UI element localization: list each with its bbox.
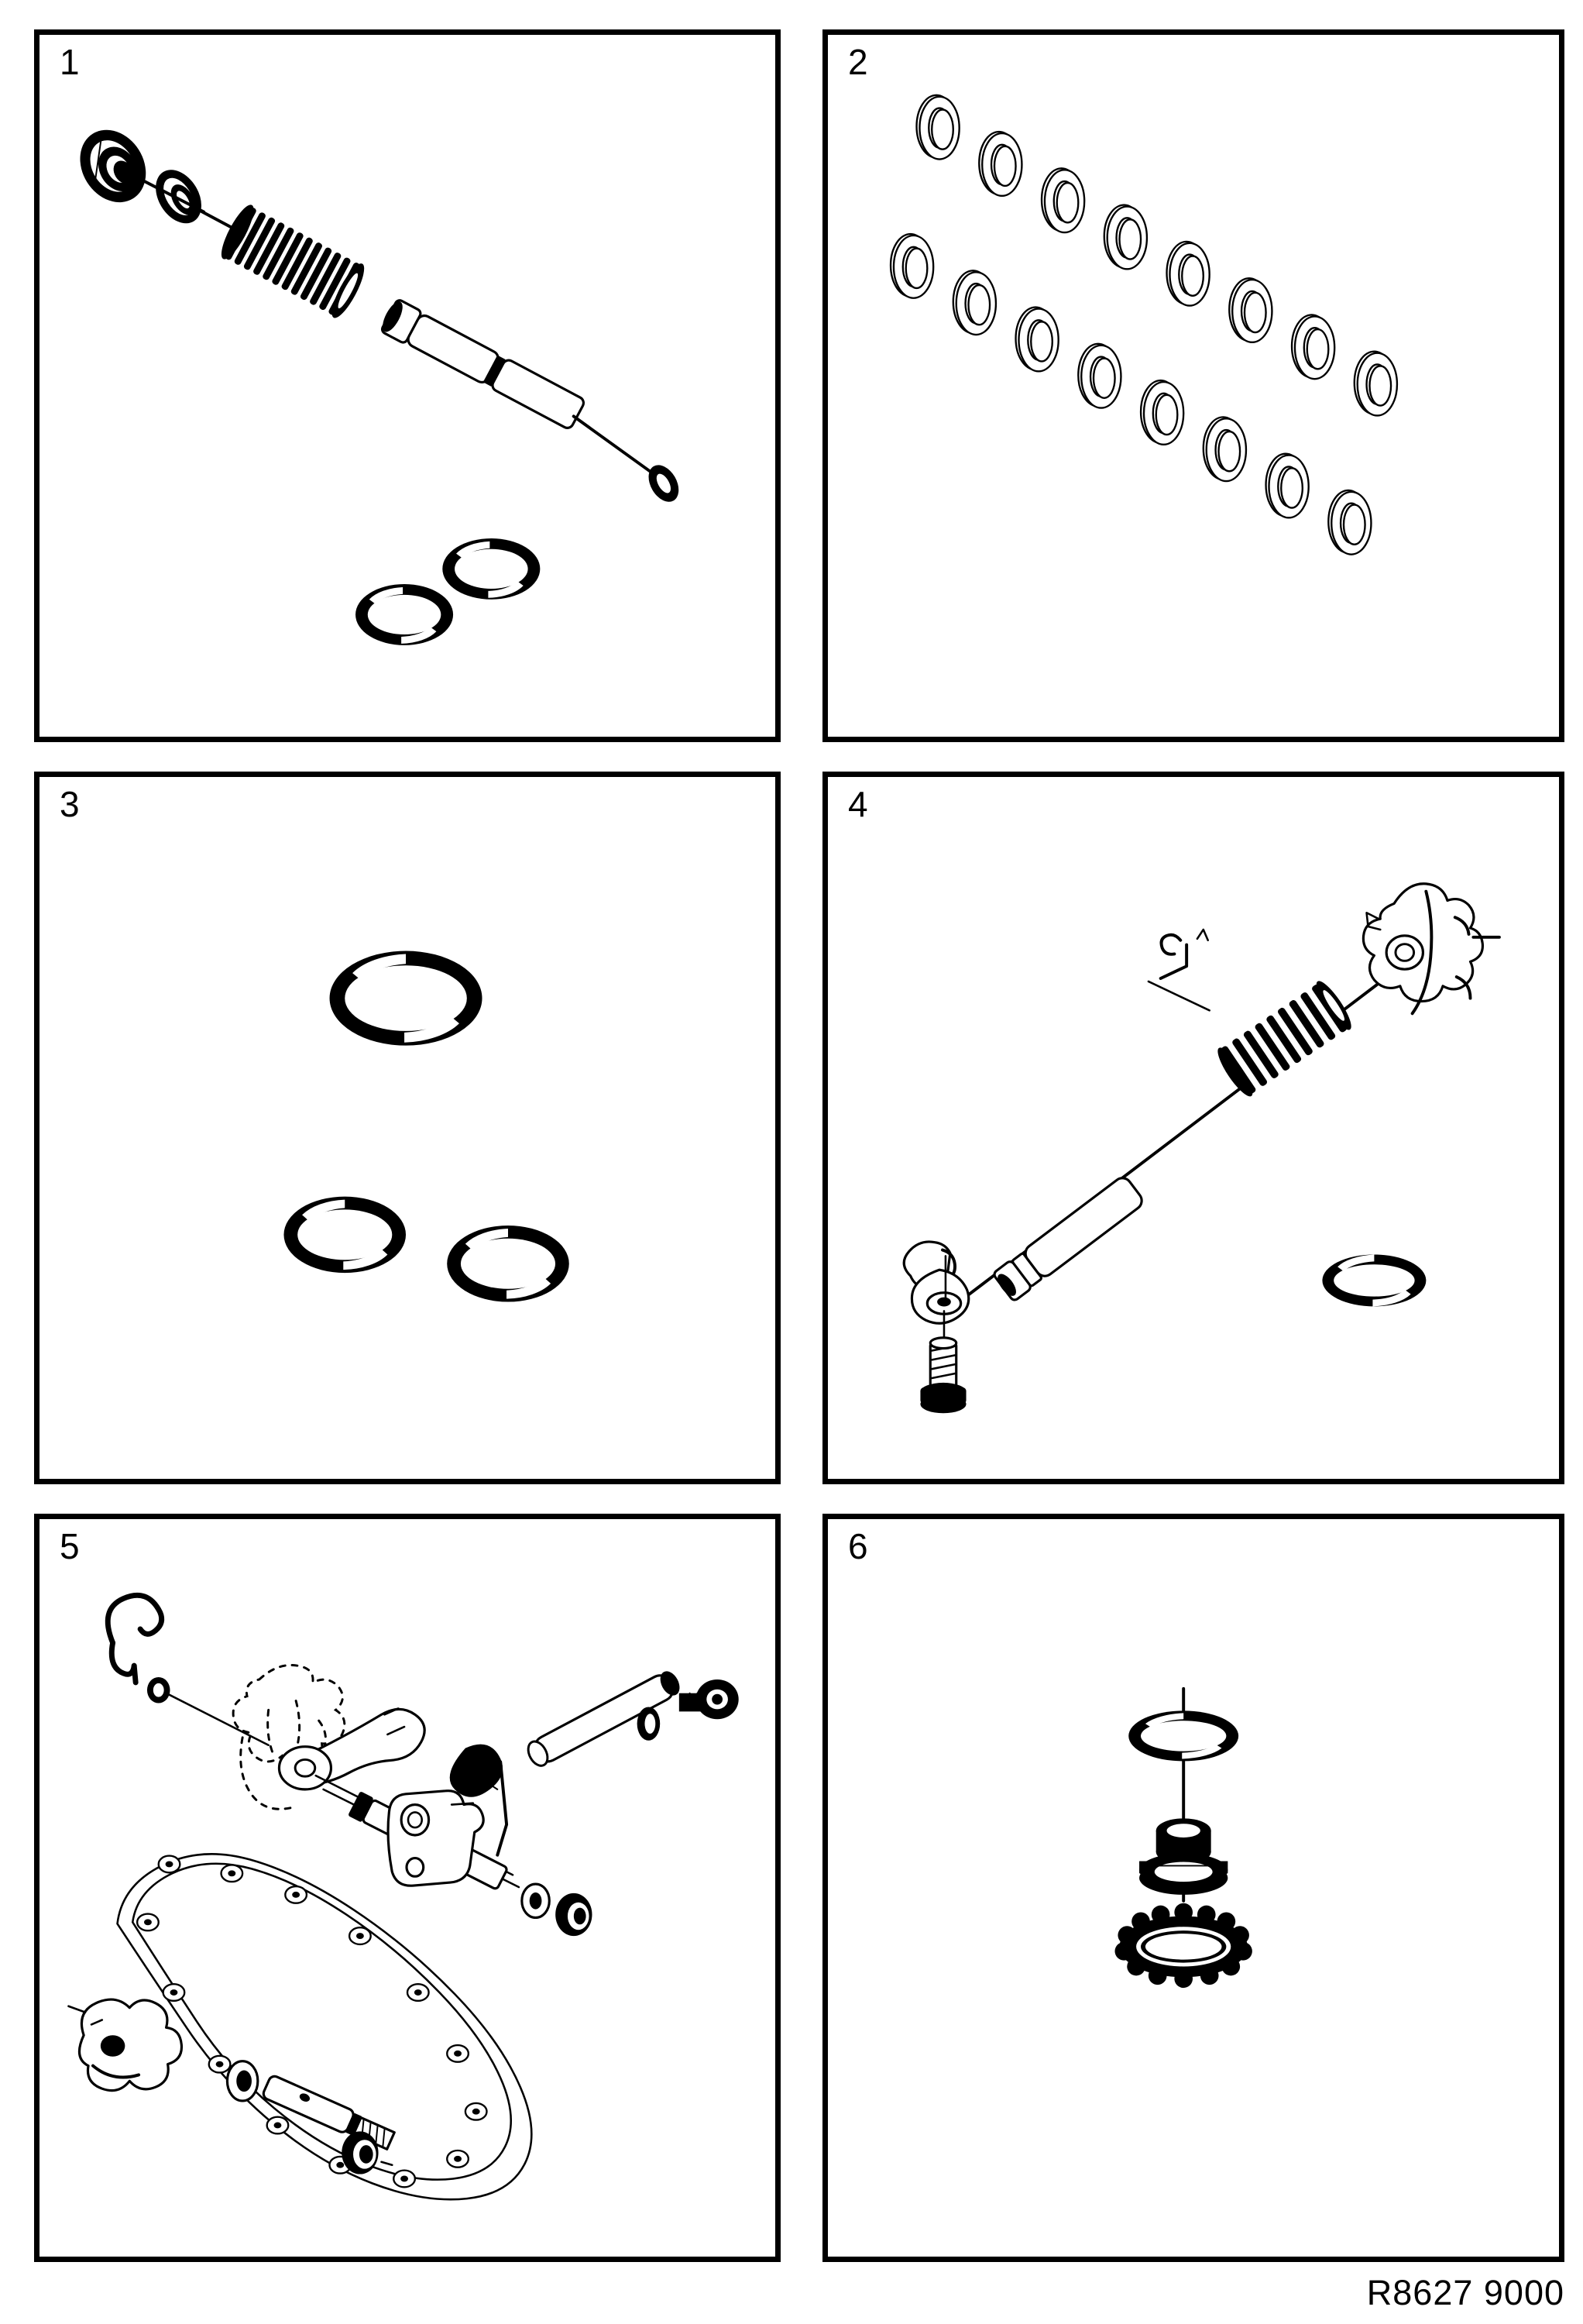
o-ring-small-right-glyph bbox=[447, 1226, 569, 1302]
spring-anchor-glyph bbox=[1159, 928, 1209, 956]
release-fork-phantom-outline bbox=[232, 1664, 346, 1810]
spring-clip-glyph bbox=[105, 1592, 165, 1686]
panel-6: 6 bbox=[822, 1514, 1564, 2262]
panel-5-artwork bbox=[39, 1519, 775, 2257]
panel-5: 5 bbox=[34, 1514, 781, 2262]
flat-washer-glyph bbox=[637, 1707, 661, 1741]
panel-2-artwork bbox=[828, 35, 1559, 737]
o-ring-left-glyph bbox=[355, 584, 454, 645]
panel-number: 3 bbox=[60, 784, 80, 824]
panel-2: 2 bbox=[822, 29, 1564, 742]
shim-washer-row-lower bbox=[889, 232, 1372, 555]
panel-number: 6 bbox=[848, 1526, 868, 1566]
oil-seal-glyph bbox=[1139, 1818, 1228, 1895]
retaining-clip-glyph bbox=[146, 1677, 170, 1703]
o-ring-small-left-glyph bbox=[283, 1196, 407, 1274]
end-bushing-glyph bbox=[555, 1893, 592, 1937]
panel-1: 1 bbox=[34, 29, 781, 742]
flanged-bolt-glyph bbox=[678, 1679, 739, 1720]
sleeve-end-bushing-glyph bbox=[342, 2131, 393, 2174]
o-ring-glyph bbox=[1322, 1254, 1427, 1307]
panel-4-artwork bbox=[828, 777, 1559, 1479]
release-lever-glyph bbox=[277, 1707, 426, 1791]
clutch-housing-gasket-glyph bbox=[116, 1853, 533, 2201]
end-cap-glyph bbox=[648, 465, 679, 502]
panel-3: 3 bbox=[34, 772, 781, 1484]
panel-6-artwork bbox=[828, 1519, 1559, 2257]
domed-rubber-boot-glyph bbox=[80, 129, 146, 203]
retaining-bolt-glyph bbox=[920, 1336, 967, 1414]
panel-number: 4 bbox=[848, 784, 868, 824]
pedal-bracket-glyph bbox=[1362, 882, 1501, 1016]
panel-3-artwork bbox=[39, 777, 775, 1479]
footer-code: R8627 9000 bbox=[1366, 2273, 1564, 2312]
o-ring-large-glyph bbox=[329, 951, 482, 1046]
release-bearing-carrier-glyph bbox=[67, 1998, 184, 2092]
serrated-lock-washer-glyph bbox=[1114, 1903, 1252, 1989]
clevis-fork-glyph bbox=[902, 1240, 970, 1344]
pivot-bracket-glyph bbox=[386, 1744, 509, 1887]
o-ring-glyph bbox=[1128, 1710, 1239, 1762]
push-rod-glyph bbox=[993, 1177, 1143, 1301]
panel-1-artwork bbox=[39, 35, 775, 737]
coil-spring-glyph bbox=[221, 205, 365, 318]
panel-4: 4 bbox=[822, 772, 1564, 1484]
return-spring-glyph bbox=[1217, 980, 1353, 1097]
shim-washer-row-upper bbox=[915, 94, 1399, 417]
o-ring-right-glyph bbox=[442, 538, 541, 600]
panel-number: 5 bbox=[60, 1526, 80, 1566]
washer-glyph bbox=[156, 170, 201, 224]
panel-number: 1 bbox=[60, 42, 80, 82]
thrust-washer-glyph bbox=[225, 2060, 259, 2102]
panel-number: 2 bbox=[848, 42, 868, 82]
pivot-pin-glyph bbox=[527, 1671, 680, 1767]
cylinder-body-glyph bbox=[380, 299, 585, 429]
bracket-bushing-glyph bbox=[449, 1744, 503, 1797]
